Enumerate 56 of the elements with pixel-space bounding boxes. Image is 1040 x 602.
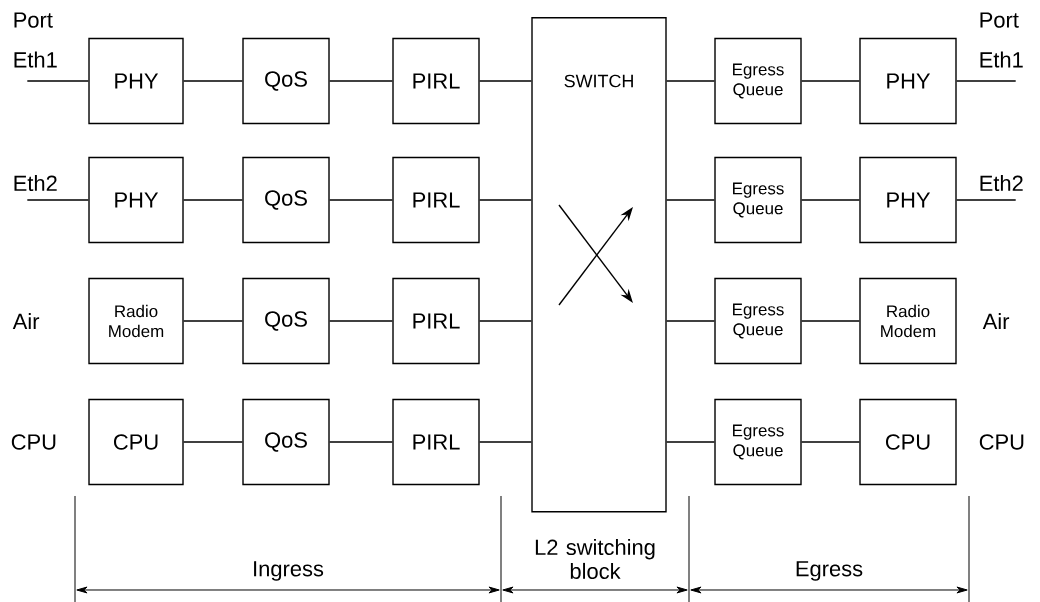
queue-box: Egress Queue bbox=[714, 37, 802, 125]
block-box: PIRL bbox=[392, 277, 480, 365]
connector-line bbox=[329, 199, 393, 201]
queue-box: Egress Queue bbox=[714, 156, 802, 244]
connector-line bbox=[666, 320, 715, 322]
connector-line bbox=[329, 320, 393, 322]
connector-line bbox=[26, 199, 89, 201]
port-label: L2 switching block bbox=[535, 539, 655, 579]
block-box: CPU bbox=[88, 398, 184, 486]
port-label: Port Eth1 bbox=[14, 12, 57, 68]
block-box: PIRL bbox=[392, 398, 480, 486]
block-box: PHY bbox=[859, 156, 957, 244]
connector-line bbox=[801, 441, 860, 443]
port-label: CPU bbox=[11, 434, 56, 450]
connector-line bbox=[183, 441, 243, 443]
block-box: CPU bbox=[859, 398, 957, 486]
switch-box: SWITCH bbox=[531, 17, 667, 513]
connector-line bbox=[479, 441, 532, 443]
connector-line bbox=[479, 199, 532, 201]
connector-line bbox=[479, 80, 532, 82]
connector-line bbox=[956, 80, 1017, 82]
port-label: Air bbox=[982, 313, 1010, 329]
block-box: PIRL bbox=[392, 37, 480, 125]
block-box: PHY bbox=[88, 37, 184, 125]
port-label: CPU bbox=[979, 434, 1024, 450]
port-label: Eth2 bbox=[980, 174, 1023, 191]
block-box: QoS bbox=[242, 37, 330, 125]
port-label: Ingress bbox=[254, 561, 324, 581]
port-label: Air bbox=[12, 313, 40, 329]
connector-line bbox=[666, 441, 715, 443]
connector-line bbox=[26, 80, 89, 82]
connector-line bbox=[479, 320, 532, 322]
modem-box: Radio Modem bbox=[88, 277, 184, 365]
connector-line bbox=[666, 80, 715, 82]
connector-line bbox=[956, 199, 1017, 201]
block-box: PHY bbox=[859, 37, 957, 125]
block-box: PIRL bbox=[392, 156, 480, 244]
connector-line bbox=[183, 320, 243, 322]
block-box: QoS bbox=[242, 156, 330, 244]
connector-line bbox=[183, 199, 243, 201]
connector-line bbox=[329, 441, 393, 443]
port-label: Egress bbox=[796, 561, 863, 581]
port-label: Eth2 bbox=[14, 174, 57, 191]
connector-line bbox=[329, 80, 393, 82]
queue-box: Egress Queue bbox=[714, 277, 802, 365]
connector-line bbox=[801, 320, 860, 322]
queue-box: Egress Queue bbox=[714, 398, 802, 486]
port-label: Port Eth1 bbox=[980, 12, 1023, 68]
connector-line bbox=[801, 199, 860, 201]
modem-box: Radio Modem bbox=[859, 277, 957, 365]
block-box: PHY bbox=[88, 156, 184, 244]
connector-line bbox=[666, 199, 715, 201]
block-box: QoS bbox=[242, 398, 330, 486]
connector-line bbox=[801, 80, 860, 82]
connector-line bbox=[183, 80, 243, 82]
block-box: QoS bbox=[242, 277, 330, 365]
